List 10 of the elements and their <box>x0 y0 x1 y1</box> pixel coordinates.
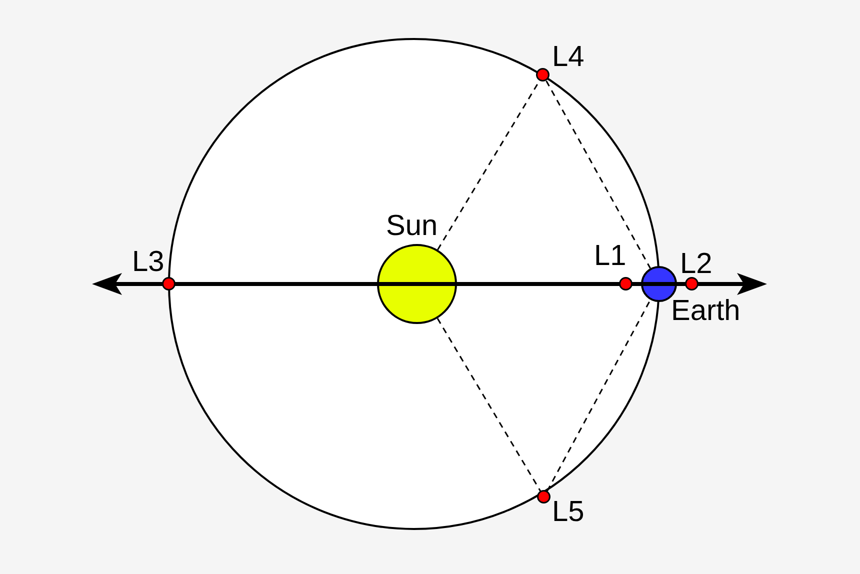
body-label: Sun <box>386 212 438 241</box>
dashed-line <box>546 80 651 269</box>
dashed-line <box>546 299 652 492</box>
point-label: L2 <box>680 250 712 279</box>
dashed-line <box>436 318 542 492</box>
point-label: L3 <box>132 248 164 277</box>
point-label: L5 <box>552 498 584 527</box>
point-label: L1 <box>594 242 626 271</box>
body-label: Earth <box>671 297 740 326</box>
point-label: L4 <box>552 43 584 72</box>
